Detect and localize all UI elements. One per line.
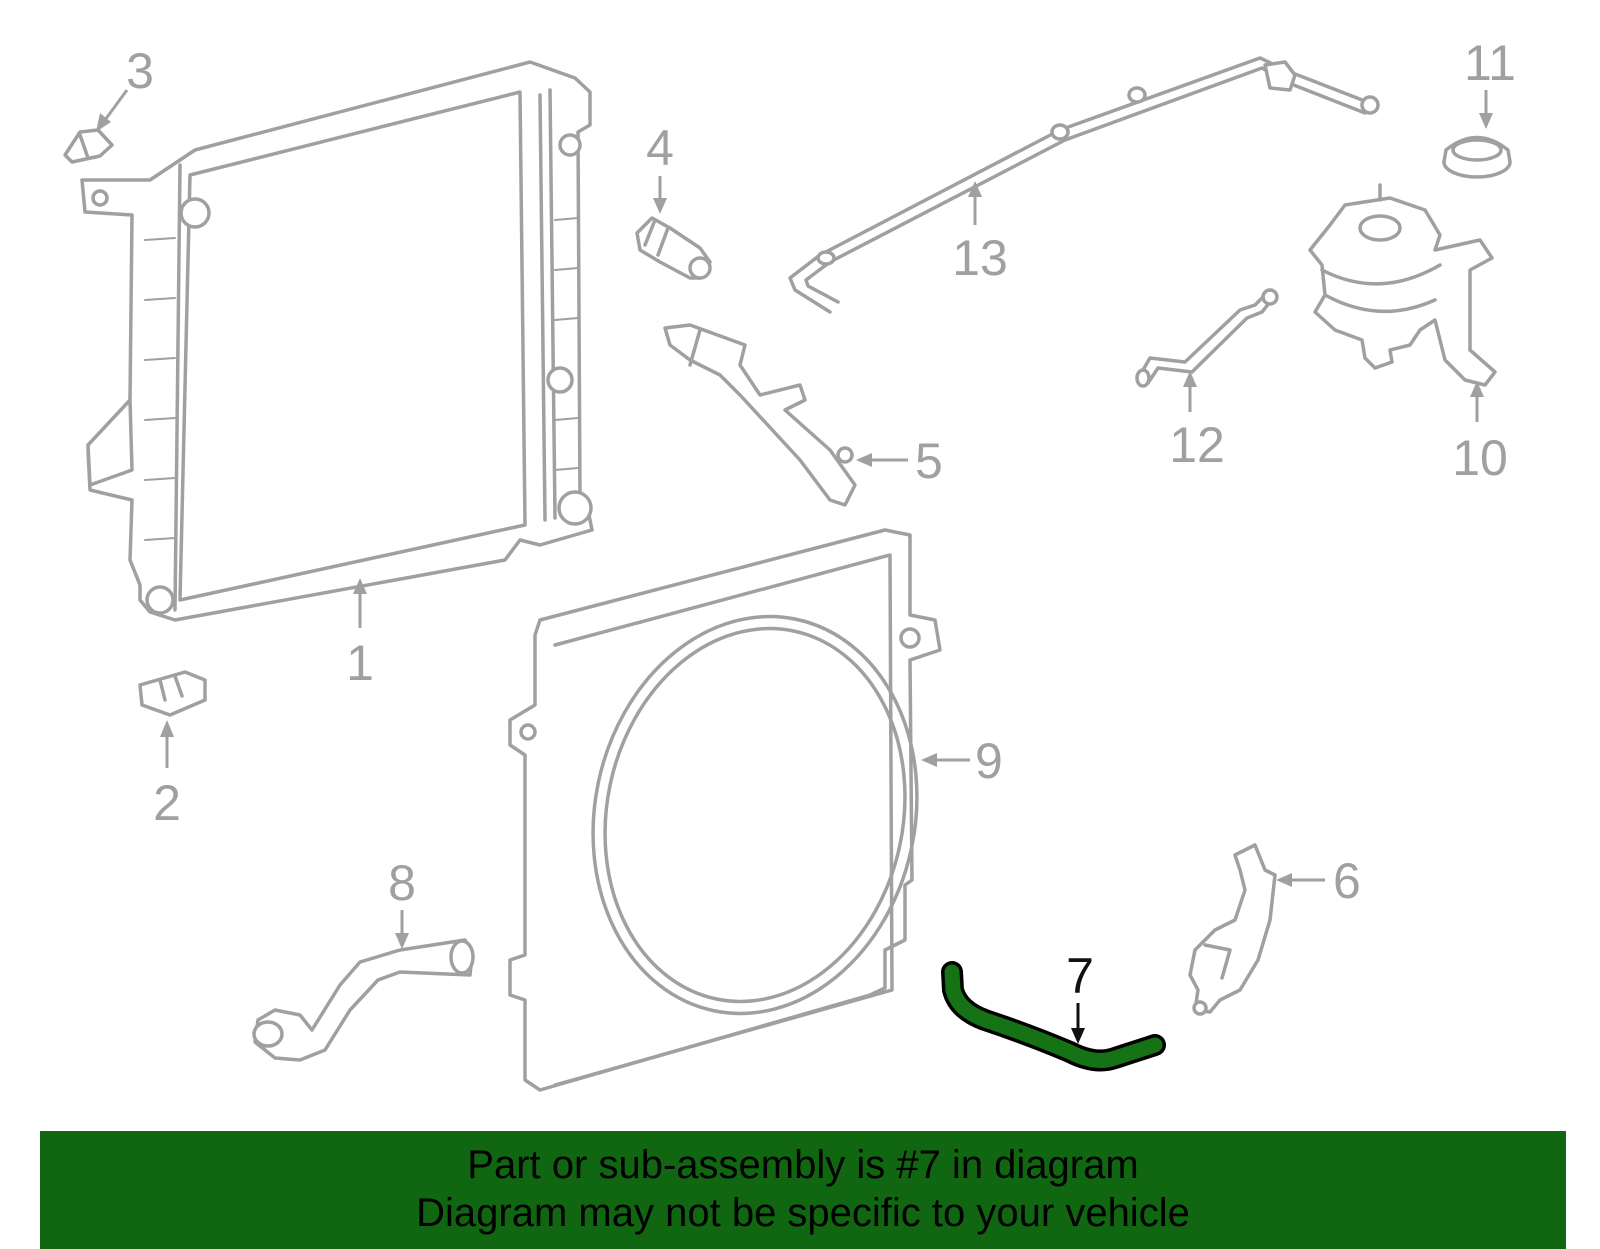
callout-8: 8 [388,855,416,949]
callout-label-11: 11 [1464,35,1516,91]
part-3-upper-insulator[interactable] [63,128,114,164]
callout-label-8: 8 [388,855,416,911]
callout-10: 10 [1452,381,1508,486]
callout-12: 12 [1169,371,1225,473]
part-2-lower-insulator[interactable] [138,670,207,717]
part-10-reservoir[interactable] [1308,183,1497,387]
part-8-lower-hose[interactable] [252,938,475,1062]
banner-line-1: Part or sub-assembly is #7 in diagram [467,1143,1139,1187]
part-5-tube[interactable] [663,323,857,507]
callout-11: 11 [1464,35,1516,129]
callout-7: 7 [1066,948,1094,1044]
part-13-tube[interactable] [788,56,1380,314]
callout-label-12: 12 [1169,417,1225,473]
part-1-radiator[interactable] [80,60,594,622]
callout-label-4: 4 [646,120,674,176]
callout-2: 2 [153,720,181,831]
callout-label-7: 7 [1066,948,1094,1004]
callout-label-6: 6 [1333,853,1361,909]
part-11-cap[interactable] [1442,135,1512,179]
callout-label-5: 5 [915,433,943,489]
callout-label-3: 3 [126,43,154,99]
callout-1: 1 [346,578,374,691]
part-9-fan-shroud[interactable] [508,528,953,1092]
callout-6: 6 [1276,853,1361,909]
part-6-outlet-hose[interactable] [1188,843,1277,1016]
callout-3: 3 [96,43,154,132]
part-4-sensor[interactable] [635,216,712,280]
callout-4: 4 [646,120,674,214]
callout-label-1: 1 [346,635,374,691]
callout-label-9: 9 [975,733,1003,789]
callout-13: 13 [952,181,1008,286]
callout-5: 5 [856,433,943,489]
banner-line-2: Diagram may not be specific to your vehi… [416,1191,1190,1235]
part-12-vent-hose[interactable] [1135,288,1279,388]
callout-label-10: 10 [1452,430,1508,486]
info-banner: Part or sub-assembly is #7 in diagram Di… [40,1131,1566,1249]
callout-label-13: 13 [952,230,1008,286]
callout-label-2: 2 [153,775,181,831]
callout-9: 9 [921,733,1003,789]
part-7-hose-highlighted[interactable] [941,961,1166,1072]
